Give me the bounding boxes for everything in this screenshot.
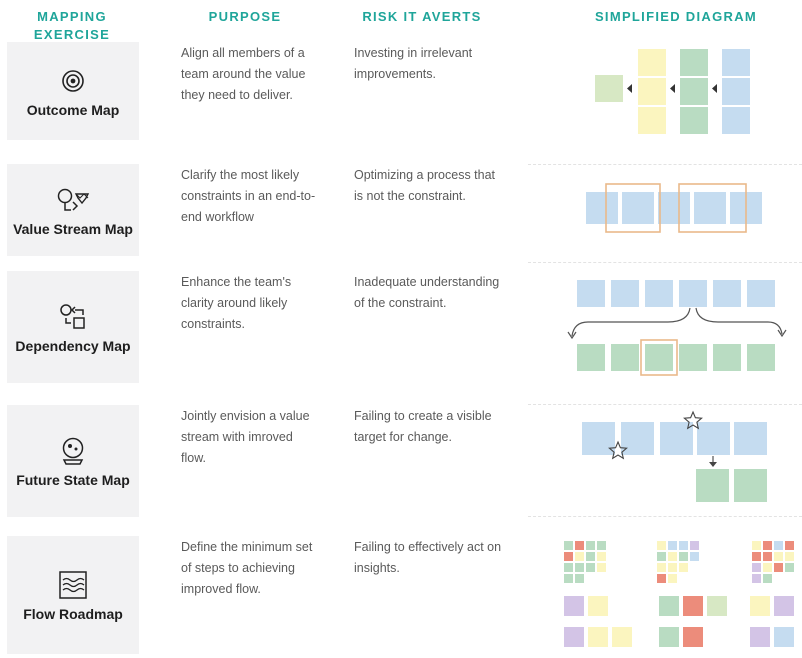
risk-text: Failing to create a visible target for c… — [354, 409, 492, 444]
waves-icon — [55, 568, 91, 602]
purpose-text: Define the minimum set of steps to achie… — [181, 540, 313, 596]
diagram-future-state-map — [528, 410, 802, 506]
mapping-card-outcome-map[interactable]: Outcome Map — [7, 42, 139, 140]
risk-text: Investing in irrelevant improvements. — [354, 46, 473, 81]
mapping-card-flow-roadmap[interactable]: Flow Roadmap — [7, 536, 139, 654]
mapping-name: Value Stream Map — [13, 220, 133, 237]
diagram-divider — [528, 404, 802, 405]
diagram-outcome-map — [528, 46, 802, 138]
diagram-flow-roadmap — [528, 538, 802, 654]
purpose-text: Clarify the most likely constraints in a… — [181, 168, 316, 224]
diagram-divider — [528, 164, 802, 165]
mapping-name: Future State Map — [16, 471, 130, 488]
star-icon — [608, 440, 628, 460]
crystal-ball-icon — [55, 434, 91, 468]
mapping-card-dependency-map[interactable]: Dependency Map — [7, 271, 139, 383]
risk-text: Failing to effectively act on insights. — [354, 540, 502, 575]
diagram-value-stream-map — [528, 176, 802, 242]
header-risk-it-averts: RISK IT AVERTS — [362, 9, 482, 24]
purpose-text: Align all members of a team around the v… — [181, 46, 306, 102]
value-stream-icon — [55, 183, 91, 217]
mapping-name: Dependency Map — [15, 337, 131, 354]
purpose-text: Enhance the team's clarity around likely… — [181, 275, 292, 331]
target-icon — [55, 64, 91, 98]
star-icon — [683, 410, 703, 430]
diagram-divider — [528, 262, 802, 263]
mapping-card-value-stream-map[interactable]: Value Stream Map — [7, 164, 139, 256]
diagram-dependency-map — [528, 278, 802, 378]
diagram-divider — [528, 516, 802, 517]
header-mapping-exercise: MAPPING EXERCISE — [33, 9, 111, 42]
mapping-card-future-state-map[interactable]: Future State Map — [7, 405, 139, 517]
header-simplified-diagram: SIMPLIFIED DIAGRAM — [594, 9, 758, 24]
mapping-name: Flow Roadmap — [23, 605, 123, 622]
mapping-name: Outcome Map — [26, 101, 120, 118]
header-purpose: PURPOSE — [208, 9, 282, 24]
dependency-icon — [55, 300, 91, 334]
risk-text: Optimizing a process that is not the con… — [354, 168, 496, 203]
purpose-text: Jointly envision a value stream with imr… — [181, 409, 310, 465]
risk-text: Inadequate understanding of the constrai… — [354, 275, 500, 310]
